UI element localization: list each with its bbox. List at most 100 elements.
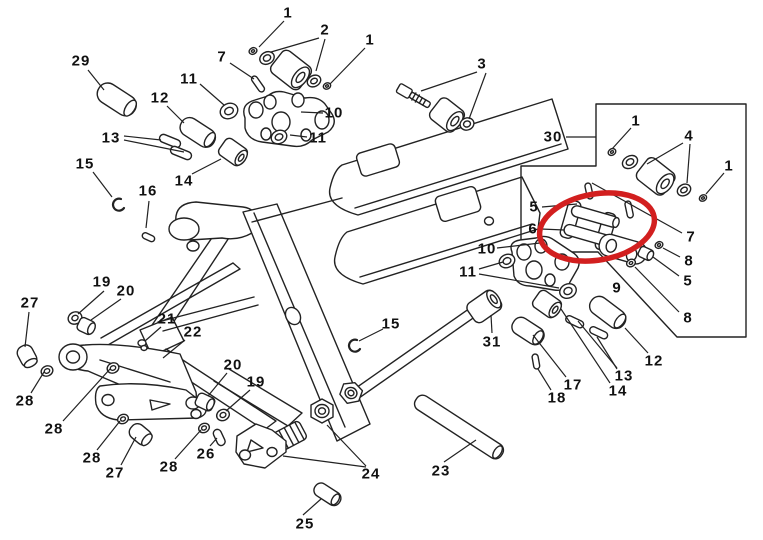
highlight-overlay [536,190,658,264]
part-20-bushing-b [194,392,216,412]
part-callout: 9 [612,279,622,297]
part-callout: 7 [217,48,227,66]
part-14-bushing-b [531,289,563,319]
part-callout: 30 [543,128,563,146]
fork-upper [328,98,569,216]
part-callout: 19 [246,373,266,391]
part-callout: 4 [684,127,694,145]
carriage-frame [139,197,371,442]
leader-line [315,38,326,72]
leader-line [634,266,680,313]
leader-lines [24,20,725,516]
part-24-clevis [235,423,287,469]
part-callout: 5 [529,198,539,216]
part-25-pin [313,482,342,507]
part-callout: 25 [295,515,315,533]
part-1-ring-box-b [698,194,708,202]
part-22-rod [100,262,241,346]
part-callout: 20 [223,356,243,374]
part-28-washer-a [40,365,54,377]
part-15-clip-b [347,338,362,353]
part-29-pin [96,82,138,117]
leader-line [686,143,691,184]
part-31-rod-head [466,289,503,324]
part-callout: 8 [683,309,693,327]
leader-line [282,455,367,468]
part-4-washer [621,154,639,170]
part-20-bushing-a [76,316,96,336]
leader-line [77,290,105,315]
part-8-oring-a [654,240,664,250]
leader-line [24,311,30,348]
part-3-nut [459,117,475,131]
leader-line [62,368,111,422]
part-2-roller [269,49,313,91]
part-callout: 1 [724,157,734,175]
leader-line [123,135,162,141]
leader-line [90,298,122,321]
leader-line [468,72,487,120]
leader-line [358,328,384,342]
leader-line [289,134,308,138]
leader-line [329,47,366,85]
part-callout: 27 [20,294,40,312]
leader-line [270,37,320,53]
part-callout: 13 [101,129,121,147]
part-10-yoke-upper [243,90,335,148]
part-callout: 14 [608,382,628,400]
part-3-bolt [395,83,431,109]
part-callout: 14 [174,172,194,190]
leader-line [662,247,681,258]
part-callout: 28 [82,449,102,467]
part-16-pin [141,232,156,243]
leader-line [577,320,618,369]
part-callout: 19 [92,273,112,291]
leader-line [120,436,137,466]
leader-line [191,158,222,175]
leader-line [225,389,251,412]
leader-line [540,228,565,231]
part-callout: 16 [138,182,158,200]
part-31-rod [350,301,486,400]
leader-line [166,105,185,124]
part-callout: 1 [283,4,293,22]
part-8-oring-b [625,258,637,268]
part-callout: 5 [683,272,693,290]
leader-line [537,368,552,391]
part-11-washer-b [270,129,288,145]
part-callout: 11 [180,70,198,88]
part-callout: 10 [477,240,497,258]
part-5-bushing [637,245,655,262]
part-2-washer [259,50,275,66]
part-callout: 10 [324,104,344,122]
leader-line [420,71,478,92]
leader-line [229,62,255,80]
part-14-bushing [217,137,249,167]
part-27-pin-a [16,344,38,369]
part-1-ring-box-a [607,147,617,157]
leader-line [611,127,632,150]
leader-line [532,334,567,378]
part-11-washer-a [219,102,239,120]
part-11-washer-c [498,253,516,269]
part-callout: 26 [196,445,216,463]
leader-line [144,326,162,342]
part-callout: 7 [686,228,696,246]
leader-line [162,339,186,359]
part-15-clip [111,197,126,212]
part-callout: 1 [365,31,375,49]
part-27-pin-b [128,422,153,447]
part-callout: 18 [547,389,567,407]
part-3-roller [428,97,466,133]
part-callout: 12 [644,352,664,370]
part-callout: 8 [684,252,694,270]
leader-line [478,273,560,289]
part-19-washer-a [67,311,83,325]
leader-line [326,424,367,467]
fork-lower [333,176,541,285]
part-13-pin-d [589,326,609,340]
part-18-pin [531,353,541,370]
part-4-ring [676,183,692,197]
leader-line [199,83,225,106]
